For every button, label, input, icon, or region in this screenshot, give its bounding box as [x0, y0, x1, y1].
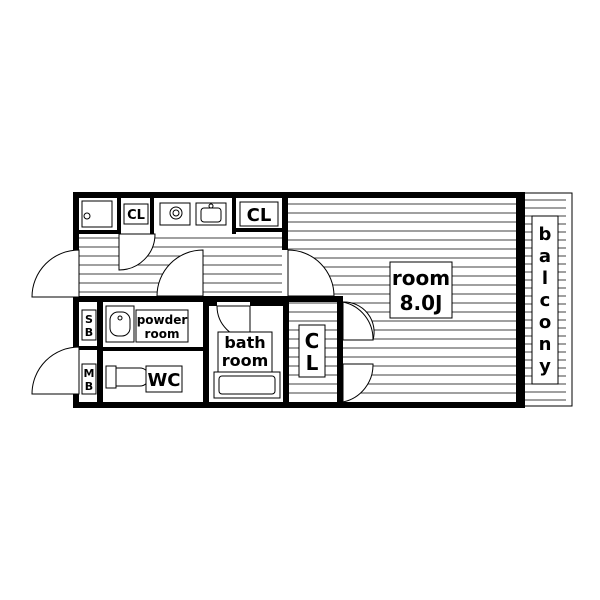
main-room-size-label: 8.0J	[400, 291, 443, 315]
wc-label: WC	[147, 370, 180, 391]
balcony-letter: l	[542, 268, 548, 289]
balcony-letter: y	[539, 356, 551, 377]
sb-label-s: S	[85, 313, 93, 326]
balcony-letter: o	[539, 312, 551, 333]
corridor-door-icon	[156, 249, 204, 297]
closet-mid-door-lower-icon	[342, 363, 374, 403]
washbasin-icon	[105, 305, 135, 343]
bathtub-icon	[213, 371, 281, 399]
powder-room-label: powder	[137, 313, 188, 327]
cl-top-large-label: CL	[247, 205, 272, 226]
closet-door-icon	[118, 233, 156, 271]
interior-walls	[79, 198, 343, 408]
mb-label-m: M	[84, 367, 95, 380]
balcony-letter: b	[539, 224, 552, 245]
mb-label-b: B	[85, 380, 93, 393]
powder-room-label-2: room	[145, 327, 180, 341]
closet-mid-door-upper-icon	[342, 301, 375, 341]
washing-machine-icon	[81, 200, 113, 228]
toilet-icon	[105, 365, 150, 389]
main-room-label: room	[392, 266, 450, 290]
cl-top-small-label: CL	[127, 208, 145, 223]
mb-door-icon	[31, 346, 80, 395]
stove-icon	[159, 202, 191, 226]
balcony-letter: a	[539, 246, 551, 267]
bath-room-label: bath	[224, 333, 265, 352]
balcony-letter: c	[540, 290, 551, 311]
entrance-door-icon	[31, 249, 80, 298]
outer-walls	[73, 192, 525, 408]
sink-icon	[195, 202, 227, 226]
bath-room-label-2: room	[222, 351, 269, 370]
balcony-letter: n	[539, 334, 552, 355]
room-door-icon	[287, 249, 335, 297]
sb-label-b: B	[85, 326, 93, 339]
